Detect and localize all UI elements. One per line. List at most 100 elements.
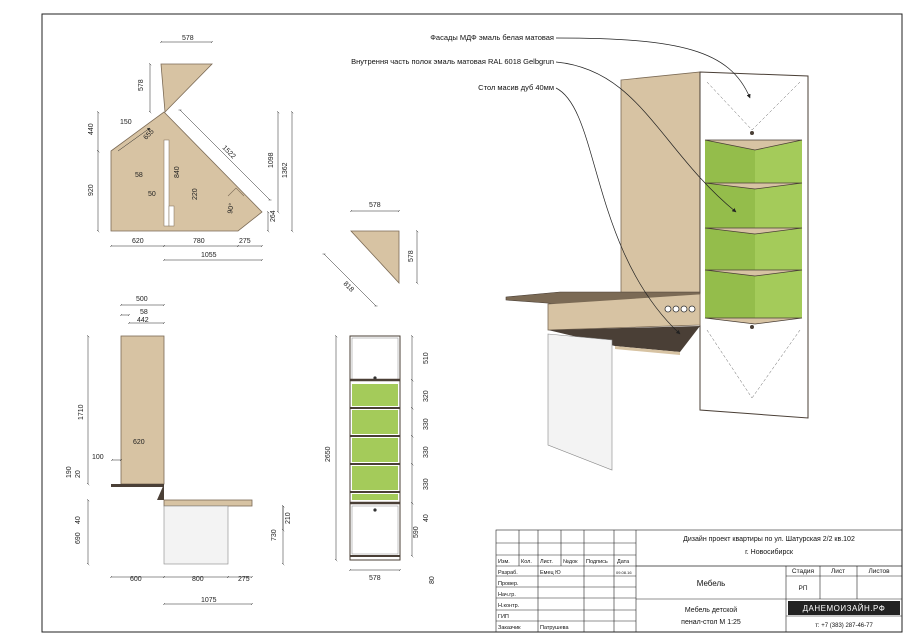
dim-264: 264 xyxy=(270,210,277,222)
side-dim-100: 100 xyxy=(92,454,104,461)
side-dim-210: 210 xyxy=(285,512,292,524)
tb-h-kol: Кол. xyxy=(521,559,532,565)
side-dim-1710: 1710 xyxy=(78,404,85,420)
side-dim-442: 442 xyxy=(137,317,149,324)
side-dim-40: 40 xyxy=(75,516,82,524)
elev-dim-510: 510 xyxy=(423,352,430,364)
plan-slot-2 xyxy=(168,205,175,227)
dim-275: 275 xyxy=(239,238,251,245)
tb-city: г. Новосибирск xyxy=(745,548,794,556)
title-block xyxy=(495,529,903,633)
side-dim-690: 690 xyxy=(75,532,82,544)
tb-h-ndok: №док xyxy=(563,559,578,565)
leader-desk xyxy=(555,87,681,335)
tb-h-izm: Изм. xyxy=(498,559,510,565)
tb-date: 09.08.16 xyxy=(616,570,632,575)
side-dim-275: 275 xyxy=(238,576,250,583)
side-dim-620: 620 xyxy=(133,439,145,446)
elev-dim-2650: 2650 xyxy=(325,446,332,462)
tb-stage-label: Стадия xyxy=(792,568,815,575)
plan-slot xyxy=(163,139,170,227)
dim-620: 620 xyxy=(132,238,144,245)
dim-220: 220 xyxy=(192,188,199,200)
leader-facade xyxy=(555,37,751,99)
sheet-frame xyxy=(41,13,903,633)
elev-dim-330a: 330 xyxy=(423,418,430,430)
tb-sheet-label: Лист xyxy=(831,568,845,575)
tri-dim-diag: 818 xyxy=(342,280,355,293)
elev-dim-320: 320 xyxy=(423,390,430,402)
side-dim-58: 58 xyxy=(140,309,148,316)
side-bracket xyxy=(157,484,164,500)
elev-dim-330c: 330 xyxy=(423,478,430,490)
dim-1362: 1362 xyxy=(282,162,289,178)
shelf-1 xyxy=(352,384,398,406)
front-elevation xyxy=(336,336,412,570)
tb-project: Дизайн проект квартиры по ул. Шатурская … xyxy=(683,535,855,543)
dim-1098: 1098 xyxy=(268,152,275,168)
tb-drawing-sub: пенал-стол М 1:25 xyxy=(681,619,741,626)
dim-920: 920 xyxy=(88,184,95,196)
tb-logo: ДАНЕМОИЗАЙН.РФ xyxy=(803,604,886,613)
dim-50: 50 xyxy=(148,191,156,198)
callout-desk: Стол масив дуб 40мм xyxy=(478,83,554,92)
dim-1522: 1522 xyxy=(221,144,237,160)
tb-section: Мебель xyxy=(697,579,726,588)
side-dim-190: 190 xyxy=(66,466,73,478)
side-plinth xyxy=(111,484,164,487)
callout-shelves: Внутрення часть полок эмаль матовая RAL … xyxy=(351,57,554,66)
dim-840: 840 xyxy=(174,166,181,178)
plan-desk-shape xyxy=(110,111,263,232)
top-knob xyxy=(750,131,754,135)
side-dim-730: 730 xyxy=(271,529,278,541)
elev-dim-330b: 330 xyxy=(423,446,430,458)
triangle-shelf-view xyxy=(324,211,417,306)
elev-dim-80: 80 xyxy=(429,576,436,584)
plan-top-triangle xyxy=(160,63,213,113)
tall-panel xyxy=(620,71,701,319)
side-dim-1075: 1075 xyxy=(201,597,217,604)
tb-client: Патрушева xyxy=(540,625,569,631)
dim-58: 58 xyxy=(135,172,143,179)
elev-dim-590: 590 xyxy=(413,526,420,538)
dim-angle: 90° xyxy=(226,202,236,214)
side-dim-800: 800 xyxy=(192,576,204,583)
callout-facade: Фасады МДФ эмаль белая матовая xyxy=(430,33,554,42)
triangle-shelf xyxy=(350,230,400,285)
tb-developer: Емец Ю xyxy=(540,570,561,576)
shelf-4 xyxy=(352,466,398,490)
dim-578-top: 578 xyxy=(182,35,194,42)
dim-150: 150 xyxy=(120,119,132,126)
tb-logo-bg xyxy=(788,601,900,615)
side-desk-top xyxy=(163,499,253,507)
tb-row-1: Провер. xyxy=(498,581,519,587)
shelf-3 xyxy=(352,438,398,462)
side-view xyxy=(88,305,283,604)
lower-knob xyxy=(373,508,377,512)
side-dim-600: 600 xyxy=(130,576,142,583)
tb-stage: РП xyxy=(798,585,807,592)
elev-dim-40: 40 xyxy=(423,514,430,522)
upper-door xyxy=(351,337,399,381)
dim-578-left: 578 xyxy=(138,79,145,91)
shelf-2 xyxy=(352,410,398,434)
plan-view xyxy=(98,42,292,260)
tb-row-0: Разраб. xyxy=(498,570,518,576)
desk-leg-panel xyxy=(547,333,613,471)
desk-apron xyxy=(547,293,701,331)
dim-780: 780 xyxy=(193,238,205,245)
tb-h-date: Дата xyxy=(617,559,630,565)
side-dim-20: 20 xyxy=(75,470,82,478)
tb-sheets-label: Листов xyxy=(868,568,890,575)
tb-phone: т: +7 (383) 287-46-77 xyxy=(815,623,873,629)
tb-h-sign: Подпись xyxy=(586,559,608,565)
side-dim-500: 500 xyxy=(136,296,148,303)
tb-row-3: Н.контр. xyxy=(498,603,520,609)
perspective-view xyxy=(505,71,809,471)
tb-row-2: Нач.гр. xyxy=(498,592,516,598)
tb-drawing-name: Мебель детской xyxy=(685,606,737,614)
dim-440: 440 xyxy=(88,123,95,135)
tb-row-5: Заказчик xyxy=(498,625,521,631)
tri-dim-h: 578 xyxy=(408,250,415,262)
